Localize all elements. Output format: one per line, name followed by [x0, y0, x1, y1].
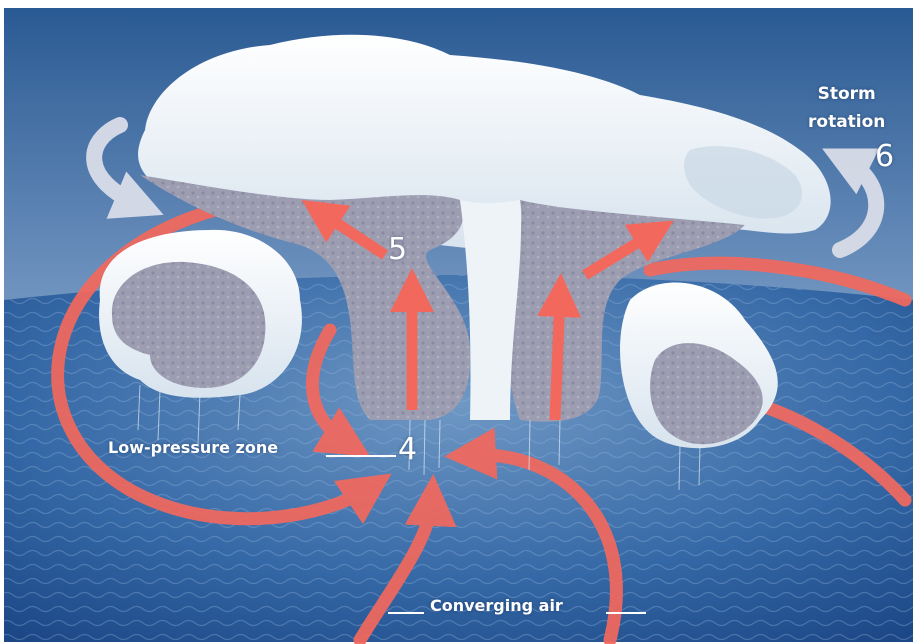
step-number-5: 5	[388, 232, 407, 267]
storm-rotation-label: Storm rotation	[808, 80, 885, 136]
converging-air-label: Converging air	[430, 596, 563, 615]
storm-rotation-line2: rotation	[808, 108, 885, 136]
low-pressure-zone-leader-line	[326, 455, 396, 457]
storm-rotation-line1: Storm	[808, 80, 885, 108]
step-number-4: 4	[398, 432, 417, 467]
updraft-arrow-right	[555, 295, 560, 420]
cloud-tower-left	[99, 230, 302, 398]
converging-air-leader-right	[606, 612, 646, 614]
converging-air-leader-left	[388, 612, 424, 614]
low-pressure-zone-label: Low-pressure zone	[108, 438, 278, 457]
step-number-6: 6	[875, 139, 894, 174]
